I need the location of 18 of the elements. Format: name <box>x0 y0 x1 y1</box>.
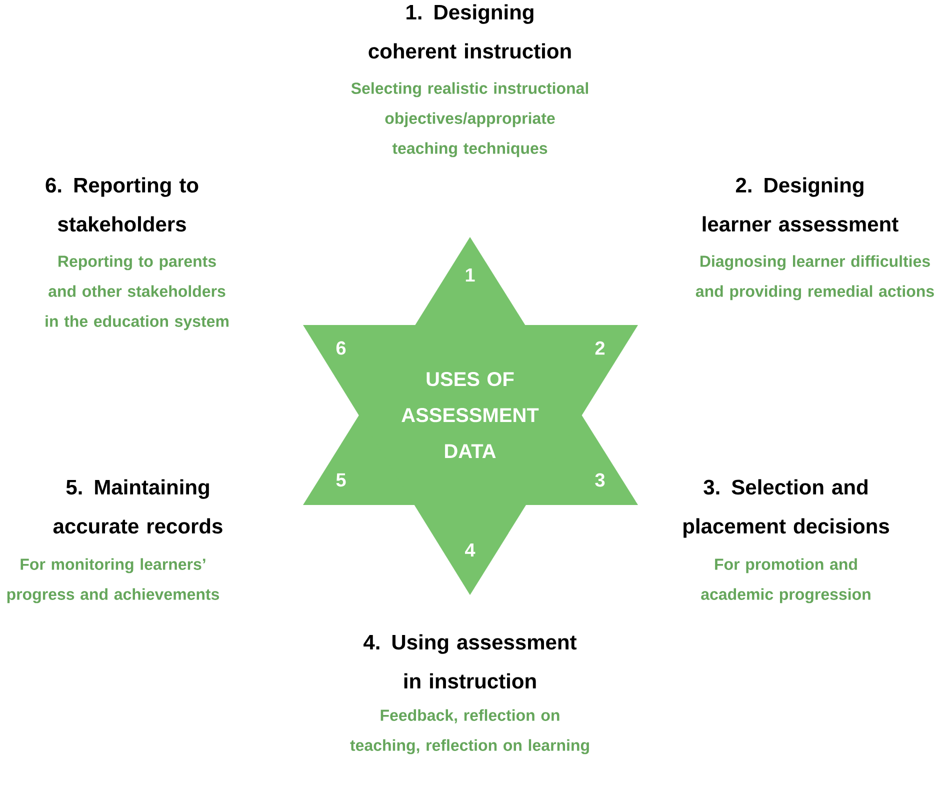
star-number: 2 <box>595 341 605 355</box>
heading-text: 3. Selection and placement decisions <box>684 479 889 538</box>
heading-text: 6. Reporting to stakeholders <box>46 177 198 232</box>
heading-text: 2. Designing learner assessment <box>702 177 898 232</box>
heading-text: 4. Using assessment in instruction <box>364 634 577 689</box>
star-number: 3 <box>595 473 605 487</box>
star-number: 6 <box>336 341 346 355</box>
description-text: Reporting to parents and other stakeholders in the education system <box>46 255 228 330</box>
description-text: Diagnosing learner difficulties and providing remedial actions <box>696 255 934 300</box>
star-number: 4 <box>465 543 476 557</box>
description-text: For promotion and academic progression <box>701 558 870 604</box>
heading-text: 1. Designing coherent instruction <box>368 4 571 59</box>
heading-text: 5. Maintaining accurate records <box>53 479 222 534</box>
star-number: 5 <box>336 473 346 487</box>
description-text: Selecting realistic instructional objectives/appropriate teaching techniques <box>351 82 588 158</box>
description-text: For monitoring learners’ progress and achievements <box>7 558 220 604</box>
description-text: Feedback, reflection on teaching, reflection on learning <box>350 709 589 754</box>
star-number: 1 <box>466 268 475 282</box>
